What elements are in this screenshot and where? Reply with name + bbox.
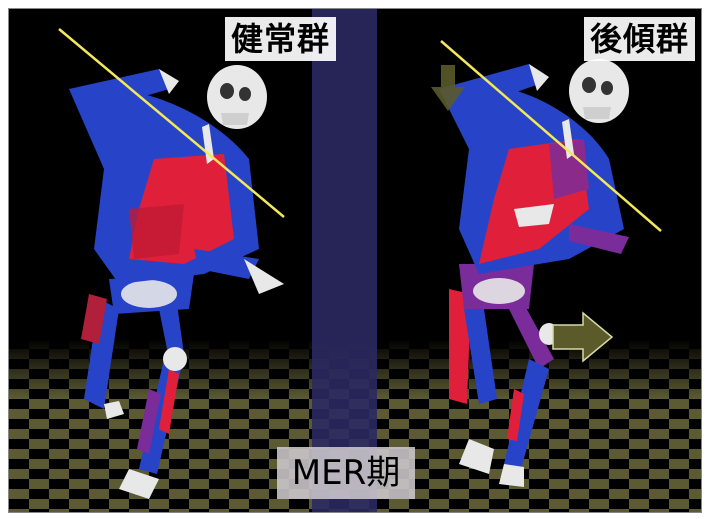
phase-label: MER期 <box>277 447 415 499</box>
biomechanics-scene <box>9 9 701 512</box>
healthy-group-label: 健常群 <box>225 17 336 61</box>
figure-frame: 健常群 後傾群 MER期 <box>8 8 702 513</box>
tilted-group-label: 後傾群 <box>584 17 695 61</box>
center-divider-band <box>312 9 377 512</box>
